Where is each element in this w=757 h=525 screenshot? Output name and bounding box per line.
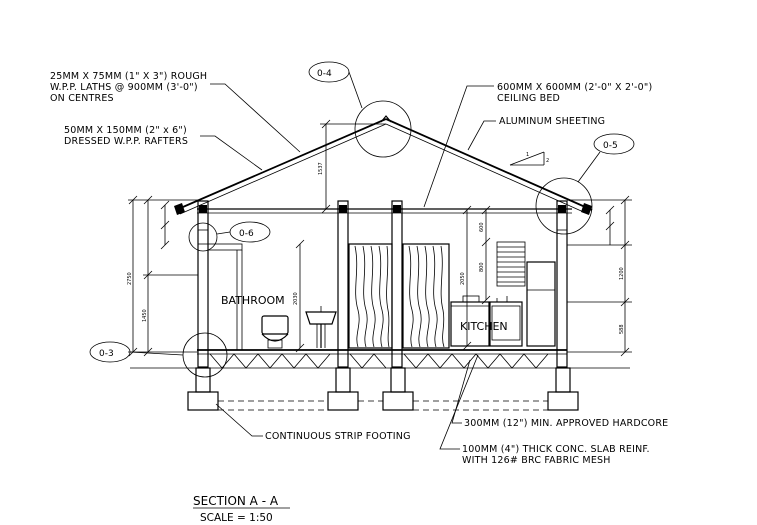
right-low-dim-text: 588	[619, 324, 625, 334]
note-slab: 100MM (4") THICK CONC. SLAB REINF. WITH …	[439, 354, 650, 466]
bathroom-dimension: 2030	[293, 239, 305, 353]
detail-ref-0-5: 0-5	[535, 133, 635, 235]
svg-text:25MM X 75MM (1" X 3") ROUGH: 25MM X 75MM (1" X 3") ROUGH	[50, 71, 207, 82]
note-roof-laths: 25MM X 75MM (1" X 3") ROUGH W.P.P. LATHS…	[50, 71, 301, 153]
note-footing: CONTINUOUS STRIP FOOTING	[215, 403, 411, 442]
ceiling-joists	[199, 205, 566, 213]
ref-0-3-text: 0-3	[99, 349, 114, 359]
wall-left-dim-text: 2750	[127, 272, 133, 285]
left-dimensions: 2750 1450	[127, 195, 198, 357]
door-dim-text: 2030	[293, 292, 299, 305]
svg-text:WITH 126# BRC FABRIC MESH: WITH 126# BRC FABRIC MESH	[462, 455, 611, 466]
kit-dim-b: 800	[479, 262, 485, 272]
svg-text:100MM (4") THICK CONC. SLAB RE: 100MM (4") THICK CONC. SLAB REINF.	[462, 444, 650, 455]
note-sheeting-text: ALUMINUM SHEETING	[499, 116, 605, 127]
ref-0-6-text: 0-6	[239, 229, 254, 239]
detail-ref-0-4: 0-4	[308, 61, 412, 158]
lower-left-dim-text: 1450	[142, 309, 148, 322]
drawing-title: SECTION A - A SCALE = 1:50	[193, 494, 290, 524]
ceiling	[197, 208, 572, 214]
kit-dim-c: 2050	[460, 272, 466, 285]
note-rafters: 50MM X 150MM (2" x 6") DRESSED W.P.P. RA…	[64, 125, 263, 171]
note-ceiling-line-2: CEILING BED	[497, 93, 560, 104]
room-label-kitchen: KITCHEN	[460, 320, 508, 333]
floor-slab	[130, 349, 630, 369]
note-slab-line-2: WITH 126# BRC FABRIC MESH	[462, 455, 611, 466]
note-hardcore: 300MM (12") MIN. APPROVED HARDCORE	[451, 359, 668, 429]
note-footing-text: CONTINUOUS STRIP FOOTING	[265, 431, 411, 442]
roof	[174, 115, 593, 215]
note-laths-line-3: ON CENTRES	[50, 93, 114, 104]
svg-text:W.P.P. LATHS @ 900MM (3'-0"): W.P.P. LATHS @ 900MM (3'-0")	[50, 82, 198, 93]
walls	[197, 200, 568, 368]
note-laths-line-2: W.P.P. LATHS @ 900MM (3'-0")	[50, 82, 198, 93]
kitchen-dimensions: 600 800 2050	[460, 205, 491, 351]
kit-dim-a: 600	[479, 222, 485, 232]
svg-text:DRESSED W.P.P. RAFTERS: DRESSED W.P.P. RAFTERS	[64, 136, 188, 147]
footings	[187, 367, 579, 411]
note-hardcore-text: 300MM (12") MIN. APPROVED HARDCORE	[464, 418, 668, 429]
note-sheeting: ALUMINUM SHEETING	[467, 116, 605, 151]
room-label-bathroom: BATHROOM	[221, 294, 285, 307]
pitch-symbol: 2 1	[509, 151, 549, 166]
right-dimensions: 1200 588	[567, 195, 632, 357]
ref-0-5-text: 0-5	[603, 141, 618, 151]
pitch-run-text: 1	[526, 152, 529, 158]
detail-ref-0-6: 0-6	[188, 221, 271, 252]
bathroom-fixtures	[207, 243, 337, 350]
svg-text:CEILING BED: CEILING BED	[497, 93, 560, 104]
note-rafters-line-1: 50MM X 150MM (2" x 6")	[64, 125, 187, 136]
note-slab-line-1: 100MM (4") THICK CONC. SLAB REINF.	[462, 444, 650, 455]
right-high-dim-text: 1200	[619, 267, 625, 280]
note-ceiling: 600MM X 600MM (2'-0" X 2'-0") CEILING BE…	[423, 82, 652, 208]
note-ceiling-line-1: 600MM X 600MM (2'-0" X 2'-0")	[497, 82, 652, 93]
ridge-dim-text: 1537	[318, 162, 324, 175]
kitchen-fixtures	[450, 241, 556, 347]
door-left	[348, 243, 393, 349]
svg-text:ON CENTRES: ON CENTRES	[50, 93, 114, 104]
svg-text:600MM X 600MM (2'-0" X 2'-0"): 600MM X 600MM (2'-0" X 2'-0")	[497, 82, 652, 93]
note-rafters-line-2: DRESSED W.P.P. RAFTERS	[64, 136, 188, 147]
detail-ref-0-3: 0-3	[89, 332, 228, 378]
door-right	[402, 243, 450, 349]
scale-text: SCALE = 1:50	[200, 512, 273, 524]
svg-text:50MM X 150MM (2" x 6"): 50MM X 150MM (2" x 6")	[64, 125, 187, 136]
title-text: SECTION A - A	[193, 494, 279, 508]
note-laths-line-1: 25MM X 75MM (1" X 3") ROUGH	[50, 71, 207, 82]
pitch-rise-text: 2	[546, 158, 549, 164]
ref-0-4-text: 0-4	[317, 69, 332, 79]
